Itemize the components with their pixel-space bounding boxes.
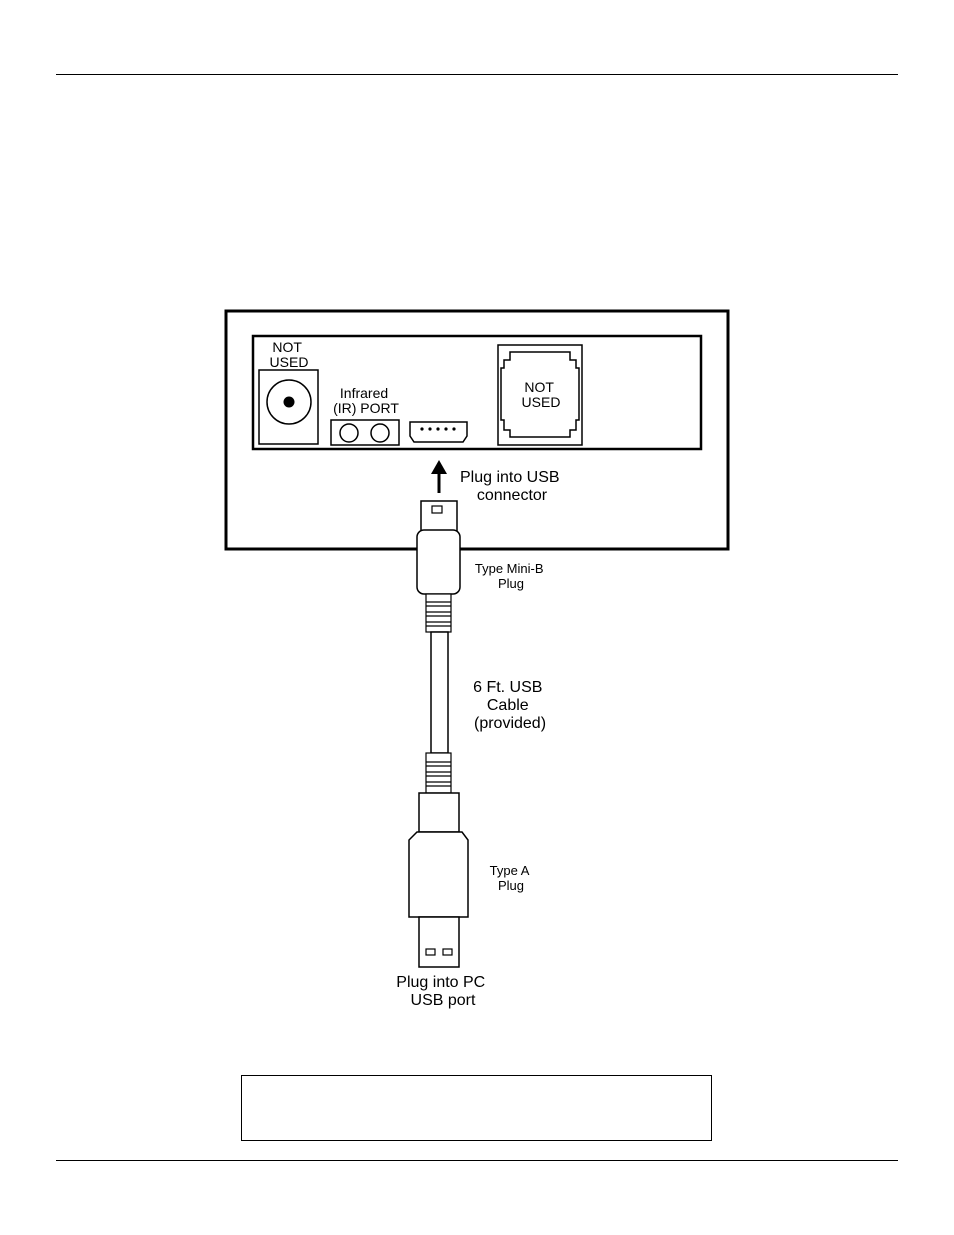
ir-port-label-line2: (IR) PORT [333,400,399,416]
mini-b-strain-relief [426,594,451,632]
cable-label-line1: 6 Ft. USB [473,679,542,696]
usb-cable [431,632,448,753]
ir-receiver-icon [371,424,389,442]
svg-text:Type A Plug: Type A Plug [490,863,533,893]
mini-b-label-line2: Plug [498,576,524,591]
mini-b-label-line1: Type Mini-B [475,561,544,576]
type-a-strain-relief [426,753,451,793]
cable-label-line2: Cable [487,697,529,714]
dc-jack-label-line1: NOT [272,339,302,355]
type-a-contact-right [443,949,452,955]
connector-strip [253,336,701,449]
svg-text:Infrared (IR) PORT: Infrared (IR) PORT [333,385,399,416]
ir-port-label-line1: Infrared [340,385,388,401]
dc-jack-label-line2: USED [270,354,309,370]
usb-instruction-line1: Plug into USB [460,469,560,486]
svg-text:NOT USED: NOT USED [270,339,309,370]
type-a-label-line1: Type A [490,863,530,878]
type-a-plug-body [409,832,468,917]
note-box [241,1075,712,1141]
svg-text:Type Mini-B Plug: Type Mini-B Plug [475,561,547,591]
type-a-plug-tip [419,917,459,967]
svg-text:Plug into PC USB port: Plug into PC USB port [396,974,489,1009]
rj-jack-label-line2: USED [522,394,561,410]
svg-text:6 Ft. USB Cable (provi: 6 Ft. USB Cable (provided) [473,679,547,732]
usb-mini-receptacle [410,422,467,442]
type-a-plug-neck [419,793,459,832]
footer-rule [56,1160,898,1161]
rj-jack-label-line1: NOT [524,379,554,395]
mini-b-plug-contact [432,506,442,513]
svg-text:NOT USED: NOT USED [522,379,561,410]
pc-instruction-line1: Plug into PC [396,974,485,991]
cable-label-line3: (provided) [474,715,546,732]
type-a-contact-left [426,949,435,955]
usb-instruction-line2: connector [477,487,548,504]
pc-instruction-line2: USB port [411,992,476,1009]
type-a-label-line2: Plug [498,878,524,893]
mini-b-plug-body [417,530,460,594]
ir-emitter-icon [340,424,358,442]
dc-jack-pin [284,397,295,408]
